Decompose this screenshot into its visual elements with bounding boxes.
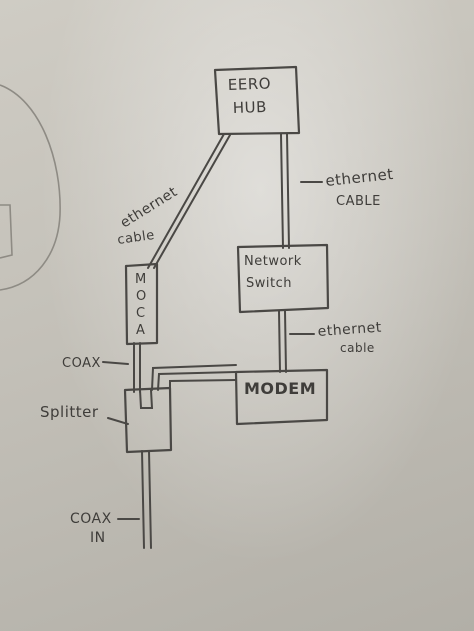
eero-hub-label-line2: HUB xyxy=(233,98,268,117)
splitter-label: Splitter xyxy=(40,403,99,421)
eero-hub-box xyxy=(213,65,301,136)
eero-hub-node: EERO HUB xyxy=(213,65,301,136)
moca-letter-c: C xyxy=(136,306,146,321)
background-mark xyxy=(0,204,13,259)
ethernet-cable-eero-to-switch xyxy=(280,133,290,249)
ethernet-right-top-line1: ethernet xyxy=(325,165,395,190)
network-switch-label-line1: Network xyxy=(244,254,302,269)
ethernet-right-top-line2: CABLE xyxy=(336,194,381,209)
ethernet-right-bottom-line1: ethernet xyxy=(317,320,382,340)
coax-in-cable xyxy=(141,450,152,549)
moca-letter-a: A xyxy=(136,323,145,338)
ethernet-left-line2: cable xyxy=(116,228,155,248)
splitter-inner-port xyxy=(139,389,154,409)
coax-in-label-line2: IN xyxy=(90,530,106,546)
background-circle-sketch xyxy=(0,84,61,291)
splitter-box xyxy=(123,386,173,454)
ethernet-left-line1: ethernet xyxy=(118,184,181,232)
moca-letter-m: M xyxy=(135,272,147,287)
coax-cable-splitter-to-modem xyxy=(151,364,237,393)
coax-cable-moca-to-splitter xyxy=(133,342,141,393)
ethernet-cable-eero-to-moca xyxy=(147,133,231,269)
modem-label: MODEM xyxy=(244,379,316,398)
ethernet-cable-label-right-bottom: ethernet cable xyxy=(289,320,382,355)
splitter-node: Splitter xyxy=(40,386,173,454)
modem-node: MODEM xyxy=(234,368,329,426)
moca-box xyxy=(124,262,159,346)
ethernet-cable-switch-to-modem xyxy=(278,310,287,373)
coax-in-label-line1: COAX xyxy=(70,511,112,527)
moca-letter-o: O xyxy=(136,289,147,304)
eero-hub-label-line1: EERO xyxy=(228,75,272,94)
coax-label: COAX xyxy=(62,356,101,371)
ethernet-cable-label-right-top: ethernet CABLE xyxy=(300,165,395,209)
coax-in-label-group: COAX IN xyxy=(70,511,140,546)
coax-label-group: COAX xyxy=(62,356,129,371)
modem-box xyxy=(234,368,329,426)
network-switch-node: Network Switch xyxy=(236,243,330,314)
network-switch-label-line2: Switch xyxy=(246,276,292,291)
network-switch-box xyxy=(236,243,330,314)
moca-node: M O C A xyxy=(124,262,159,346)
ethernet-right-bottom-line2: cable xyxy=(340,341,375,355)
